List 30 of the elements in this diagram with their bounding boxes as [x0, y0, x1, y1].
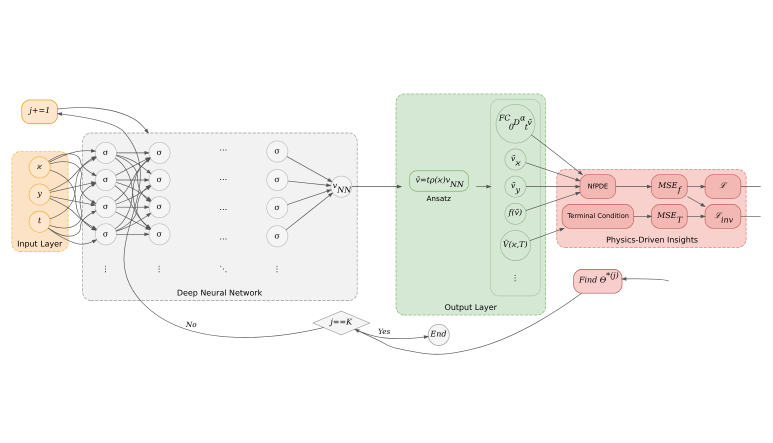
arrow: [633, 214, 652, 218]
arrow: [525, 192, 581, 211]
cluster: [490, 98, 541, 296]
arrow: [352, 184, 402, 188]
arrow: [525, 162, 581, 182]
arrow: [687, 184, 706, 188]
arrow: [49, 182, 97, 228]
arrow: [287, 190, 332, 205]
arrow: [288, 180, 332, 187]
arrow: [116, 178, 150, 182]
arrow: [687, 214, 706, 218]
arrow: [116, 151, 150, 155]
arrow: [526, 184, 581, 188]
arrow: [621, 277, 669, 282]
arrow: [116, 232, 150, 236]
connector: [740, 186, 761, 187]
arrow: [50, 196, 96, 206]
arrow: [476, 184, 492, 188]
arrow: [116, 205, 150, 209]
arrow: [616, 184, 652, 188]
arrow: [286, 192, 334, 230]
arrow: [531, 134, 584, 176]
connector: [740, 216, 761, 217]
arrow: [286, 156, 333, 182]
arrow: [529, 228, 565, 241]
arrow: [56, 112, 324, 338]
arrow: [354, 328, 430, 339]
arrow: [687, 196, 706, 208]
arrow: [57, 107, 149, 134]
arrow: [354, 292, 582, 355]
